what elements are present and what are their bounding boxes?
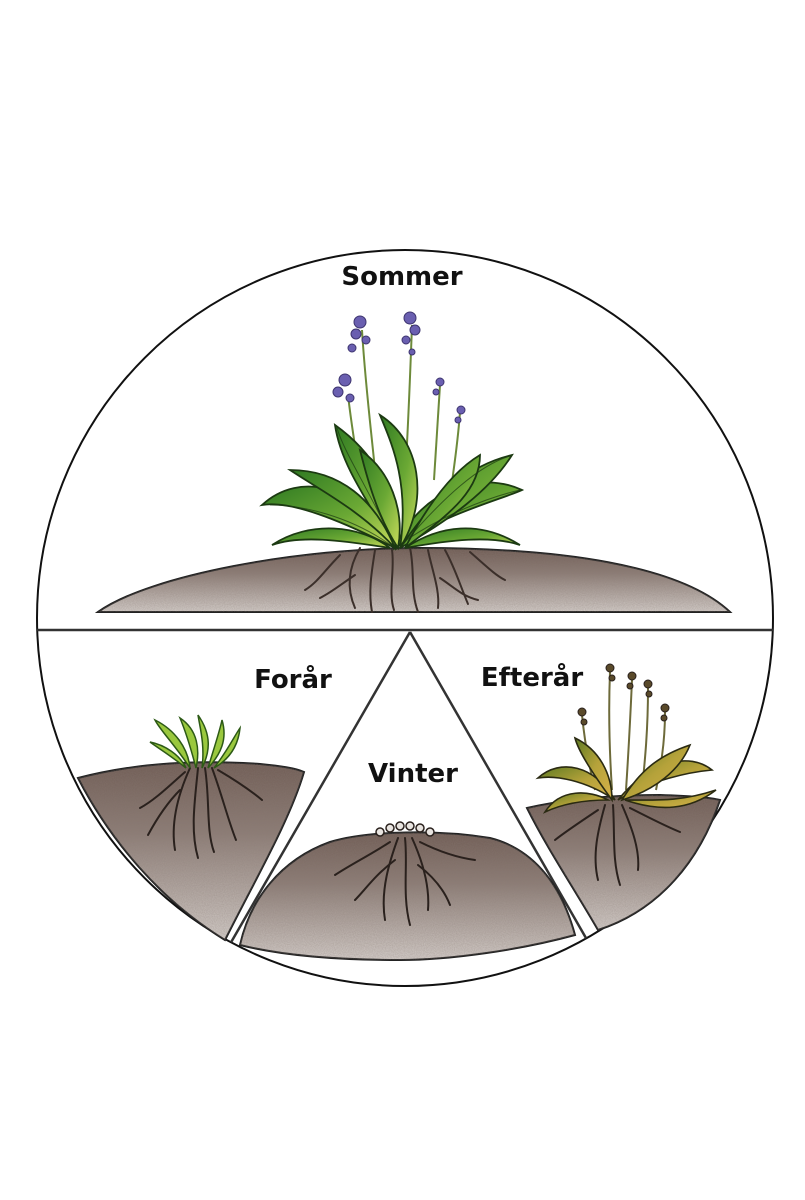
spring-sprouts <box>149 714 242 769</box>
autumn-label: Efterår <box>481 661 584 693</box>
left-triangle-edge <box>220 631 412 959</box>
winter-section: Vinter <box>238 759 577 962</box>
spring-section: Forår <box>76 663 332 942</box>
summer-soil-grain <box>98 548 730 612</box>
winter-crown <box>375 821 435 837</box>
summer-leaf-veins <box>269 427 521 549</box>
right-triangle-edge <box>408 631 592 946</box>
spring-soil-grain <box>78 762 304 940</box>
summer-section: Sommer <box>94 262 733 613</box>
spring-roots <box>139 767 263 859</box>
autumn-seed-heads <box>577 663 670 726</box>
autumn-leaves <box>535 736 717 814</box>
spring-label: Forår <box>254 663 332 695</box>
summer-label: Sommer <box>341 262 462 292</box>
winter-label: Vinter <box>368 759 458 789</box>
summer-flowers <box>332 311 466 424</box>
winter-roots <box>334 837 476 926</box>
section-dividers <box>37 628 773 959</box>
autumn-roots <box>554 804 681 886</box>
summer-roots <box>304 547 506 613</box>
autumn-section: Efterår <box>481 661 722 932</box>
winter-soil-grain <box>240 832 575 960</box>
